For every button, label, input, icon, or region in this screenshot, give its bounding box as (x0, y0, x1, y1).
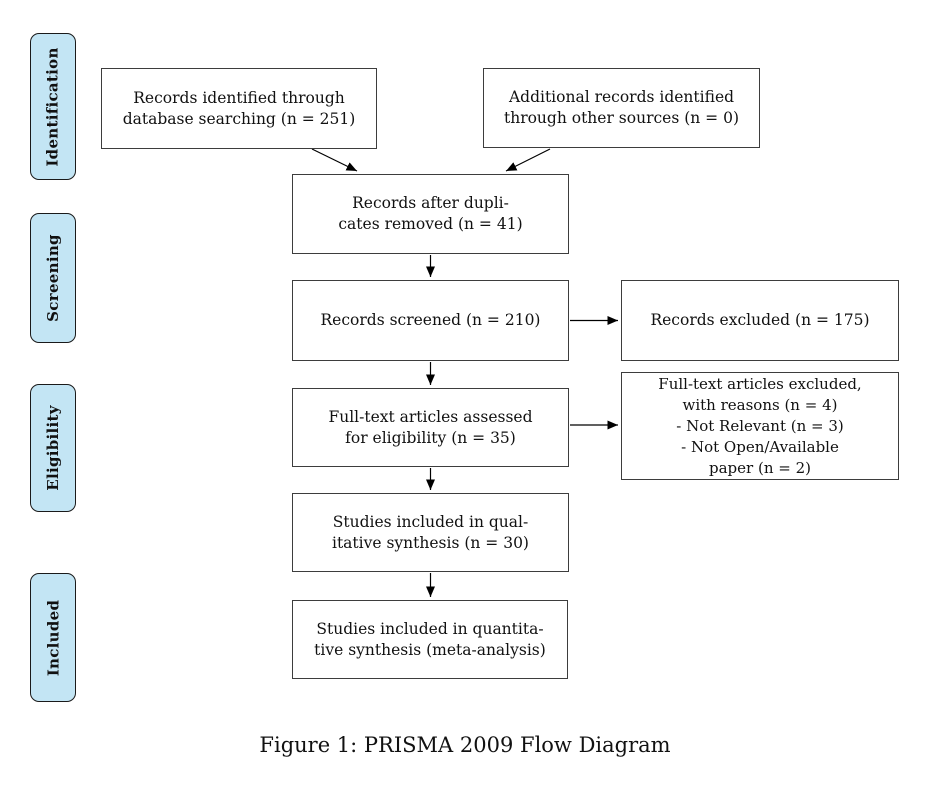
box-text-line: Studies included in quantita- (316, 619, 544, 638)
box-additional-records: Additional records identified through ot… (483, 68, 760, 148)
box-text-line: itative synthesis (n = 30) (332, 533, 529, 552)
stage-label-text: Identification (44, 46, 63, 167)
box-text-line: - Not Relevant (n = 3) (676, 416, 844, 435)
box-text-line: database searching (n = 251) (122, 109, 356, 128)
stage-label-identification: Identification (30, 33, 76, 180)
stage-label-text: Eligibility (44, 405, 63, 491)
box-text-line: for eligibility (n = 35) (345, 428, 516, 447)
box-text-line: Studies included in qual- (332, 512, 529, 531)
box-records-screened: Records screened (n = 210) (292, 280, 569, 361)
stage-label-included: Included (30, 573, 76, 702)
arrow-identified-to-duplicates (311, 148, 358, 172)
box-records-excluded: Records excluded (n = 175) (621, 280, 899, 361)
stage-label-text: Screening (44, 234, 62, 322)
box-quantitative-synthesis: Studies included in quantita- tive synth… (292, 600, 568, 679)
box-text-line: - Not Open/Available (681, 437, 839, 456)
box-text-line: Records screened (n = 210) (320, 311, 541, 329)
box-text-line: Records identified through (133, 88, 345, 107)
box-text-line: Additional records identified (508, 88, 735, 106)
box-text-line: paper (n = 2) (709, 458, 811, 477)
box-text-line: cates removed (n = 41) (338, 215, 523, 233)
stage-label-screening: Screening (30, 213, 76, 343)
figure-caption: Figure 1: PRISMA 2009 Flow Diagram (259, 733, 671, 757)
box-text-line: with reasons (n = 4) (682, 395, 838, 414)
box-qualitative-synthesis: Studies included in qual- itative synthe… (292, 493, 569, 572)
box-text-line: Records after dupli- (352, 194, 509, 212)
box-text-line: Full-text articles excluded, (658, 374, 862, 393)
arrow-additional-to-duplicates (505, 148, 551, 172)
box-records-after-duplicates: Records after dupli- cates removed (n = … (292, 174, 569, 254)
box-fulltext-excluded: Full-text articles excluded, with reason… (621, 372, 899, 480)
box-text-line: Full-text articles assessed (328, 407, 533, 426)
box-text-line: through other sources (n = 0) (503, 109, 739, 127)
stage-label-text: Included (44, 599, 62, 676)
box-records-identified: Records identified through database sear… (101, 68, 377, 149)
box-text-line: tive synthesis (meta-analysis) (314, 640, 546, 659)
box-text-line: Records excluded (n = 175) (650, 311, 870, 329)
box-fulltext-assessed: Full-text articles assessed for eligibil… (292, 388, 569, 467)
stage-label-eligibility: Eligibility (30, 384, 76, 512)
